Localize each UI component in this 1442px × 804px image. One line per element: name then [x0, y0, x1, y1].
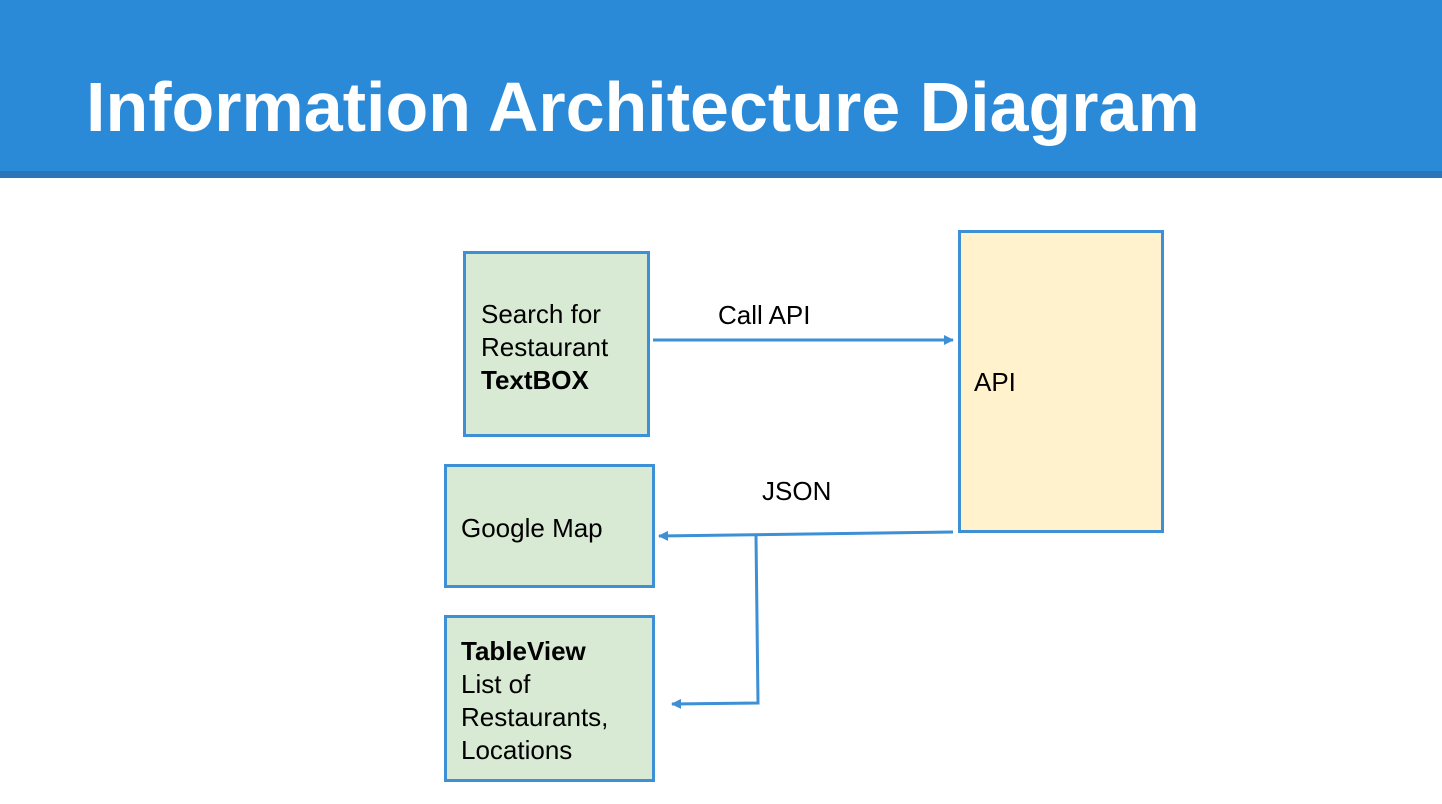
google-map-node-label: Google Map	[461, 513, 603, 543]
page-title: Information Architecture Diagram	[86, 68, 1200, 146]
search-textbox-node: Search for Restaurant TextBOX	[463, 251, 650, 437]
search-node-line3: TextBOX	[481, 365, 589, 395]
tableview-node-line3: Restaurants,	[461, 702, 609, 732]
title-bar	[0, 0, 1442, 171]
api-node-label: API	[974, 367, 1016, 397]
tableview-node-line2: List of	[461, 669, 531, 699]
title-bar-shadow	[0, 171, 1442, 178]
api-node: API	[958, 230, 1164, 533]
tableview-node: TableView List of Restaurants, Locations	[444, 615, 655, 782]
search-node-line1: Search for	[481, 299, 601, 329]
json-to-google-map-arrow	[658, 530, 954, 541]
google-map-node: Google Map	[444, 464, 655, 588]
call-api-edge-label: Call API	[718, 300, 811, 330]
json-edge-label: JSON	[762, 476, 832, 506]
json-to-tableview-arrow	[671, 535, 760, 709]
tableview-node-line4: Locations	[461, 735, 573, 765]
tableview-node-line1: TableView	[461, 636, 586, 666]
search-node-line2: Restaurant	[481, 332, 609, 362]
